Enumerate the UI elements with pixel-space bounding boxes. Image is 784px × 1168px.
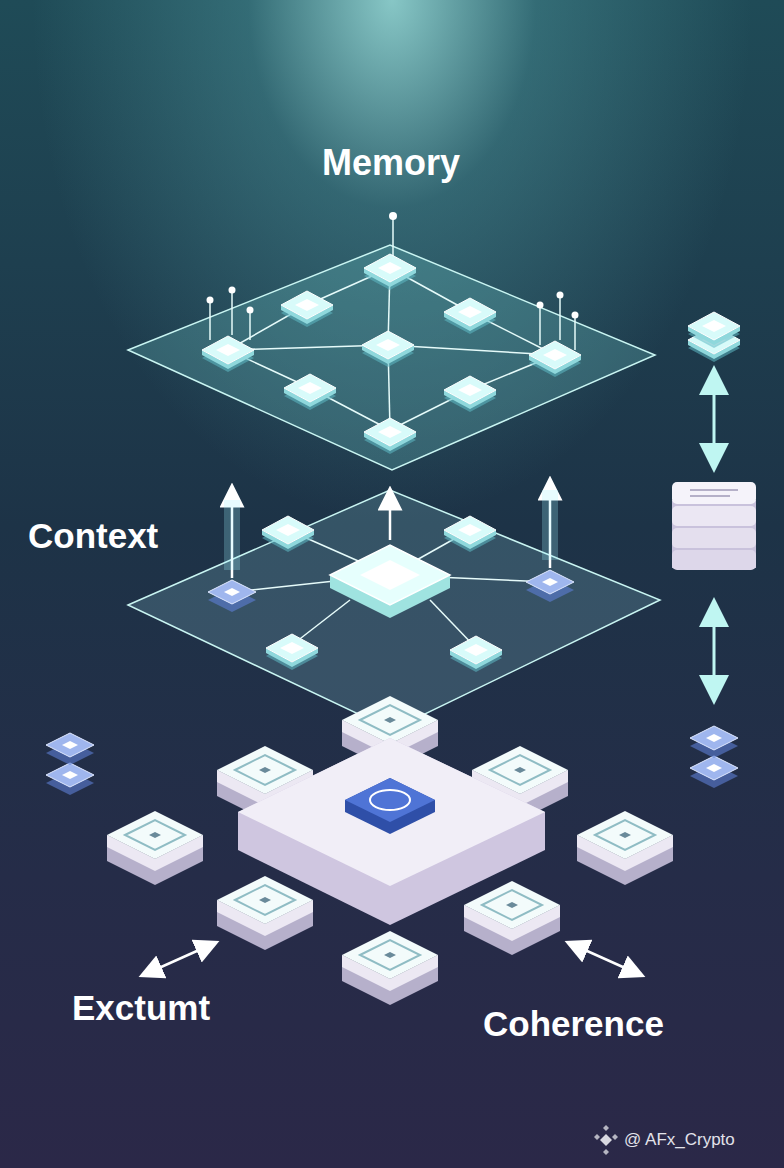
- watermark-icon: [594, 1125, 618, 1155]
- layer-title: Coherence: [483, 1004, 664, 1044]
- memory-plane: [128, 212, 655, 470]
- layer-title: Memory: [322, 142, 460, 184]
- layer-title: Context: [28, 516, 158, 556]
- base-layer: [107, 696, 673, 1005]
- context-plane: [128, 488, 660, 730]
- watermark: @ AFx_Crypto: [624, 1130, 735, 1150]
- layer-title: Exctumt: [72, 988, 210, 1028]
